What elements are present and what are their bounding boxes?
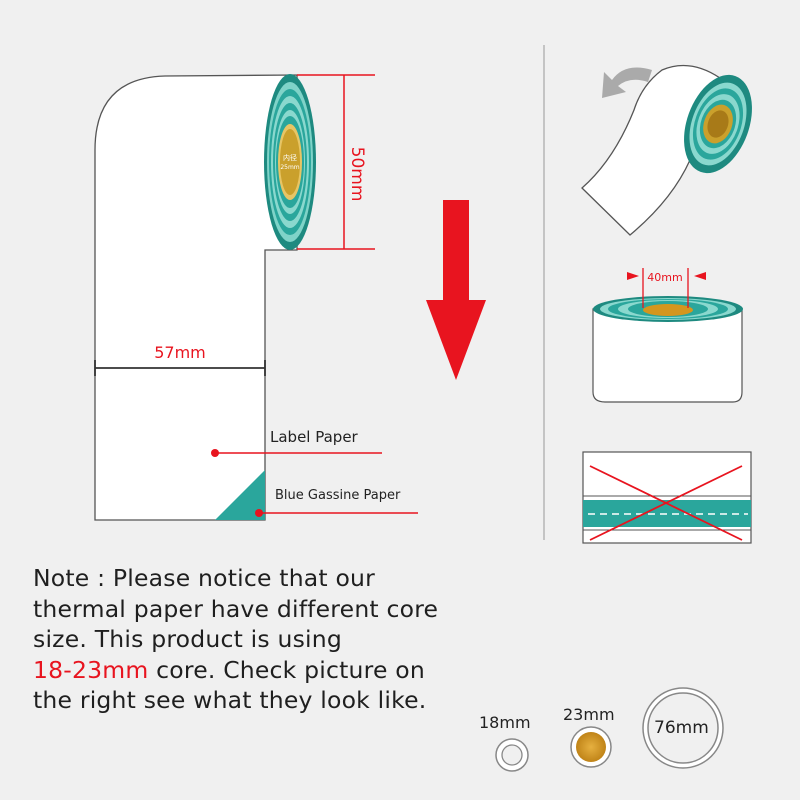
core-text-line2: 25mm [280, 164, 299, 171]
label-paper-label: Label Paper [270, 428, 358, 446]
core-text-line1: 内径 [283, 153, 297, 162]
note-paragraph: Note : Please notice that our thermal pa… [33, 563, 473, 716]
core-size-highlight: 18-23mm [33, 655, 149, 684]
down-arrow-icon [426, 200, 486, 380]
note-line-4-rest: core. Check picture on [148, 655, 425, 684]
incorrect-layering-example [582, 451, 752, 544]
height-label: 50mm [347, 147, 367, 202]
note-line-2: thermal paper have different core [33, 594, 439, 623]
blue-gassine-corner [215, 470, 265, 520]
core-18mm-label: 18mm [479, 713, 531, 732]
label-paper-callout [211, 449, 382, 457]
roll-core [278, 124, 302, 200]
note-line-1: Note : Please notice that our [33, 564, 376, 592]
core-23mm-icon [570, 726, 612, 768]
inner-core-label: 40mm [647, 271, 682, 284]
height-dimension [297, 74, 375, 250]
width-label: 57mm [154, 343, 206, 362]
note-line-4: 18-23mm core. Check picture on [33, 655, 473, 686]
width-dimension [94, 360, 266, 376]
core-18mm-icon [495, 738, 529, 772]
note-line-3: size. This product is using [33, 625, 342, 653]
label-roll-illustration: 内径 25mm 50mm 57mm [94, 74, 418, 521]
core-76mm-label: 76mm [654, 718, 709, 738]
curved-arrow-icon [602, 67, 652, 98]
blue-paper-callout [255, 509, 418, 517]
core-23mm-label: 23mm [563, 705, 615, 724]
unwinding-roll-illustration [581, 64, 752, 236]
roll-side-view [592, 268, 743, 403]
core-76mm-icon [642, 687, 724, 769]
note-line-5: the right see what they look like. [33, 686, 427, 714]
blue-paper-label: Blue Gassine Paper [275, 488, 401, 503]
